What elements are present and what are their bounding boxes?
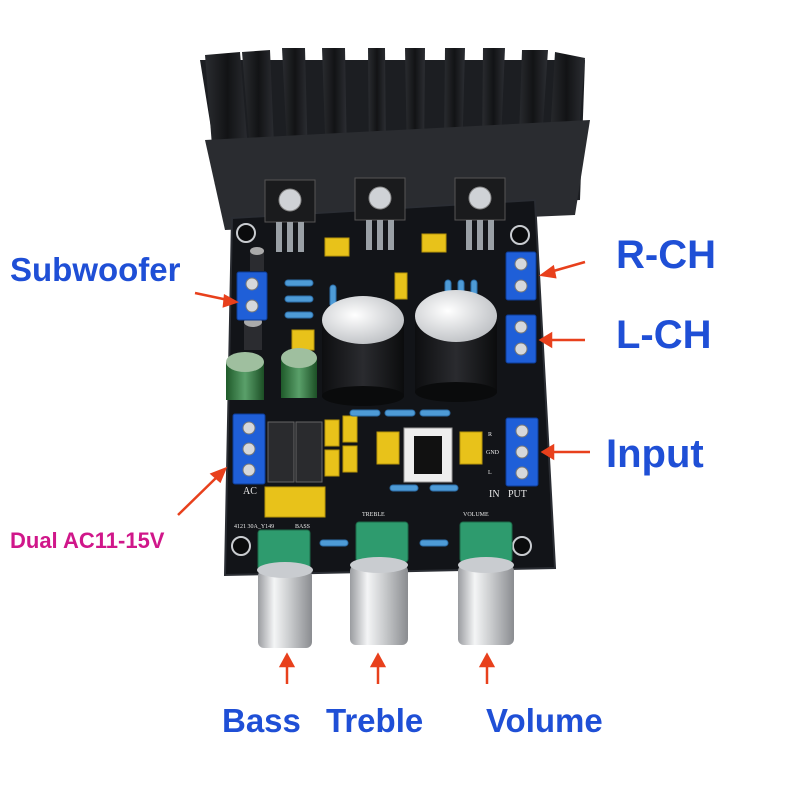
silk-bass: BASS [295, 524, 311, 530]
silk-r: R [488, 432, 493, 438]
label-dual-ac: Dual AC11-15V [10, 528, 165, 553]
silk-treble: TREBLE [362, 512, 385, 518]
volume-knob [458, 557, 514, 645]
label-l-ch: L-CH [616, 313, 712, 357]
main-capacitors [322, 290, 497, 406]
silk-volume: VOLUME [463, 512, 489, 518]
label-bass: Bass [222, 702, 301, 739]
potentiometer-bodies [257, 521, 513, 571]
silk-put: PUT [508, 489, 527, 500]
silk-in: IN [489, 489, 500, 500]
label-treble: Treble [326, 702, 424, 739]
silk-ac: AC [243, 486, 257, 497]
label-r-ch: R-CH [616, 233, 716, 277]
label-input: Input [606, 432, 704, 476]
yellow-capacitors [264, 233, 483, 518]
silk-l: L [488, 470, 492, 476]
label-volume: Volume [486, 702, 603, 739]
rectifier-block [267, 421, 323, 483]
filter-capacitors [226, 247, 317, 400]
callout-arrows [177, 260, 590, 684]
silk-gnd: GND [486, 450, 499, 456]
opamp-chip [403, 427, 453, 483]
power-ics [264, 177, 506, 252]
silk-board-id: 4121 30A_Y149 [234, 524, 275, 530]
treble-knob [350, 557, 408, 645]
terminal-screws [242, 257, 529, 480]
label-subwoofer: Subwoofer [10, 251, 181, 288]
heatsink [200, 48, 590, 230]
bass-knob [257, 562, 313, 648]
